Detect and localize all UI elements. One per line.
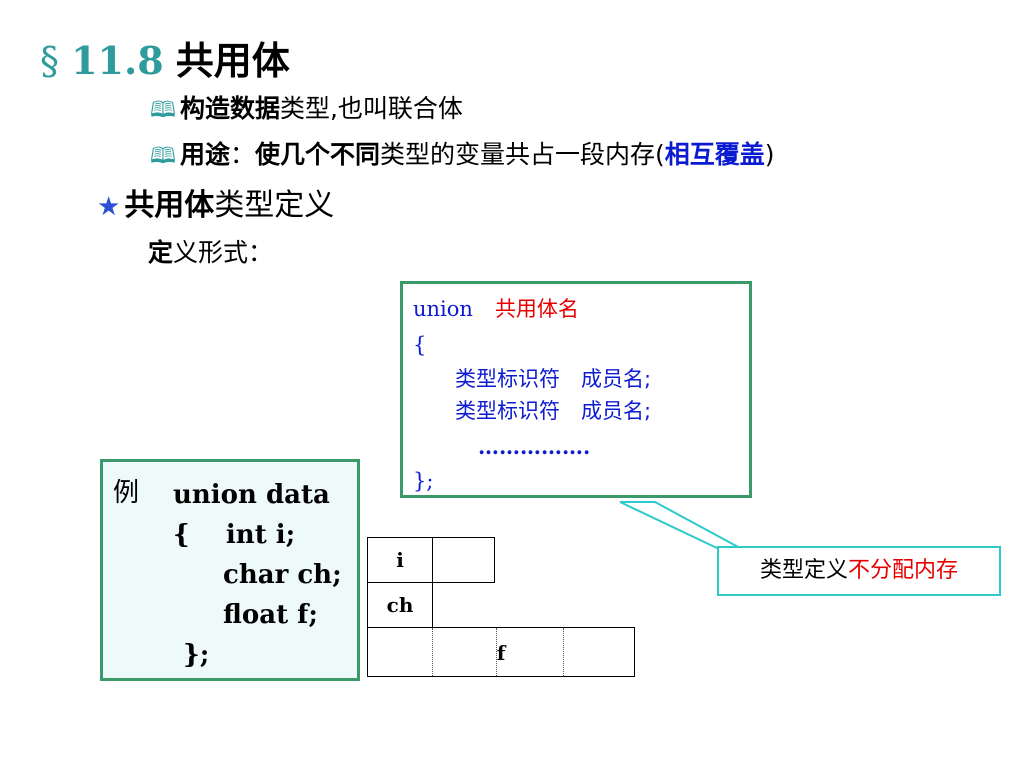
syntax-open-brace: { [413,333,427,357]
subheading-bold: 定 [148,238,174,267]
code-line: union data [173,480,330,510]
bullet-colon: ： [229,140,255,169]
book-icon: 🕮 [150,144,176,169]
bullet-bold-text: 构造数据 [179,94,280,123]
callout-text: 类型定义 [759,558,848,583]
bullet-highlight: 相互覆盖 [664,140,765,169]
section-number: 11.8 [71,38,164,83]
memory-cell-ch: ch [367,582,433,628]
section-name: 共用体 [175,39,290,83]
star-icon: ★ [97,192,121,222]
union-keyword: union [413,297,473,321]
example-label: 例 [113,478,140,508]
memory-cell-empty [432,537,495,583]
callout-pointer-shape [619,501,741,549]
code-line: }; [183,640,210,670]
subheading: 定义形式： [148,236,273,270]
example-box: 例 union data { int i; char ch; float f; … [100,459,360,681]
bullet-text: 类型的变量共占一段内存( [380,140,665,169]
syntax-box: union 共用体名 { 类型标识符 成员名; 类型标识符 成员名; …………….… [400,281,752,498]
syntax-ellipsis: ……………. [478,434,591,459]
bullet-bold-text: 使几个不同 [254,140,380,169]
union-name-placeholder: 共用体名 [494,297,579,321]
syntax-close-brace: }; [413,469,434,493]
bullet-text: 类型,也叫联合体 [279,94,463,123]
syntax-member-line: 类型标识符 成员名; [455,367,652,391]
book-icon: 🕮 [150,98,176,123]
byte-divider [563,628,564,676]
bullet-close: ) [764,140,775,169]
byte-divider [432,628,433,676]
subheading-text: 义形式： [173,238,274,267]
section-heading: ★共用体类型定义 [97,186,334,227]
bullet-bold-text: 用途 [179,140,230,169]
bullet-definition: 🕮构造数据类型,也叫联合体 [150,92,463,128]
syntax-header: union 共用体名 [413,296,579,322]
code-line: char ch; [223,560,342,590]
heading-text: 类型定义 [214,188,335,223]
heading-bold-text: 共用体 [124,188,215,223]
callout-highlight: 不分配内存 [848,558,959,583]
page-title: § 11.8 共用体 [40,38,290,84]
section-mark: § [40,39,59,83]
callout-note: 类型定义不分配内存 [717,546,1001,596]
memory-cell-i: i [367,537,433,583]
memory-cell-f: f [367,627,635,677]
byte-divider [496,628,497,676]
code-line: { int i; [173,520,296,550]
syntax-member-line: 类型标识符 成员名; [455,399,652,423]
code-line: float f; [223,600,318,630]
bullet-purpose: 🕮用途：使几个不同类型的变量共占一段内存(相互覆盖) [150,138,775,174]
